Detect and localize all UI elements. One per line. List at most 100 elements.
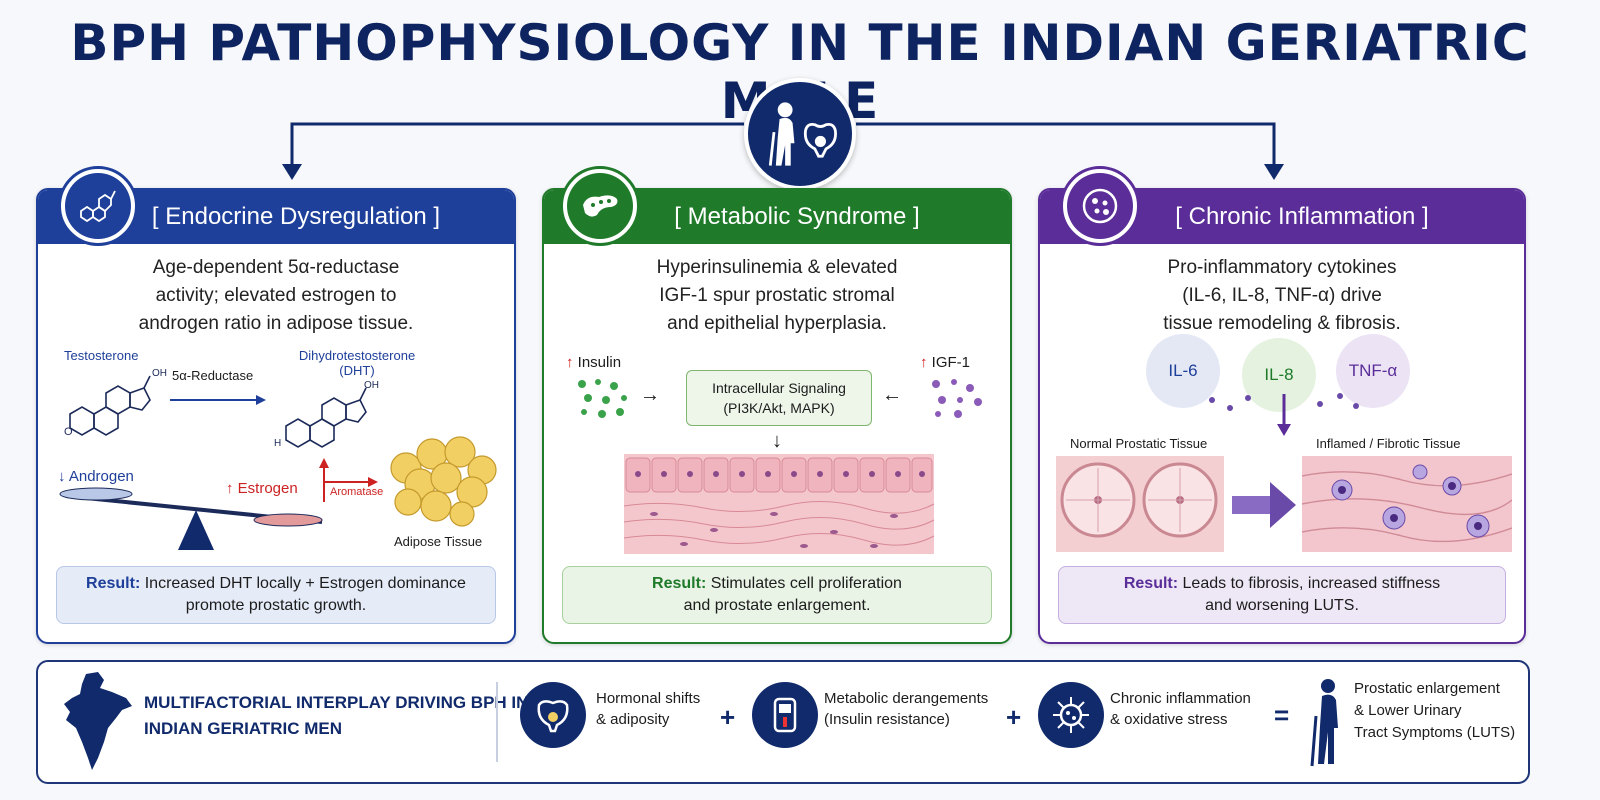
virus-glyph <box>1053 697 1089 733</box>
aromatase-label: Aromatase <box>330 486 384 498</box>
ketone-o-label: O <box>64 426 73 438</box>
right-arrow-icon: → <box>640 384 660 406</box>
summary-headline-line: MULTIFACTORIAL INTERPLAY DRIVING BPH IN <box>144 693 529 712</box>
androgen-text: Androgen <box>68 468 134 485</box>
prostate-glyph <box>537 700 569 733</box>
adipose-cells-illustration <box>390 436 497 527</box>
endocrine-desc-line: androgen ratio in adipose tissue. <box>138 313 414 334</box>
plus-operator: + <box>720 702 736 732</box>
steroid-molecule-glyph <box>80 190 116 223</box>
estrogen-text: Estrogen <box>237 480 298 497</box>
result-line: and worsening LUTS. <box>1205 597 1359 614</box>
dht-label-line: Dihydrotestosterone <box>298 348 416 363</box>
up-arrow-icon: ↑ <box>920 354 928 371</box>
normal-prostatic-tissue-illustration <box>1056 456 1224 552</box>
testosterone-structure <box>69 375 151 436</box>
factor-line: & adiposity <box>596 711 670 728</box>
inflamed-fibrotic-tissue-illustration <box>1302 456 1512 552</box>
tnf-alpha-cytokine: TNF-α <box>1336 334 1410 408</box>
hormone-balance-seesaw <box>59 487 323 550</box>
factor-line: Metabolic derangements <box>824 690 989 707</box>
inflammation-desc-line: Pro-inflammatory cytokines <box>1167 257 1397 278</box>
conversion-arrow <box>170 395 266 405</box>
igf-molecules <box>932 379 982 418</box>
metabolic-desc-line: IGF-1 spur prostatic stromal <box>659 285 895 306</box>
factor-line: (Insulin resistance) <box>824 711 950 728</box>
dht-h-label: H <box>274 438 282 449</box>
hormonal-shifts-text: Hormonal shifts & adiposity <box>596 688 700 730</box>
normal-tissue-label: Normal Prostatic Tissue <box>1070 436 1208 451</box>
progression-arrow-icon <box>1232 482 1296 528</box>
factor-line: & oxidative stress <box>1110 711 1228 728</box>
inflammatory-cell-glyph <box>1082 188 1118 224</box>
dht-label-line: (DHT) <box>339 363 375 378</box>
il6-cytokine: IL-6 <box>1146 334 1220 408</box>
down-arrow-icon: ↓ <box>58 468 66 485</box>
inflammation-desc-line: tissue remodeling & fibrosis. <box>1163 313 1401 334</box>
summary-headline-line: INDIAN GERIATRIC MEN <box>144 719 343 738</box>
factor-line: Hormonal shifts <box>596 690 701 707</box>
adipose-label: Adipose Tissue <box>394 534 483 549</box>
metabolic-desc-line: Hyperinsulinemia & elevated <box>656 257 898 278</box>
intracellular-signaling-box: Intracellular Signaling (PI3K/Akt, MAPK) <box>686 370 872 426</box>
metabolic-derangements-text: Metabolic derangements (Insulin resistan… <box>824 688 988 730</box>
virus-icon <box>1038 682 1104 748</box>
igf-text: IGF-1 <box>931 354 971 371</box>
result-line: Stimulates cell proliferation <box>710 575 902 592</box>
metabolic-description: Hyperinsulinemia & elevated IGF-1 spur p… <box>544 254 1010 338</box>
outcome-line: Prostatic enlargement <box>1354 680 1500 697</box>
epithelial-tissue-illustration <box>624 454 934 554</box>
factor-line: Chronic inflammation <box>1110 690 1251 707</box>
dht-oh-label: OH <box>364 380 379 391</box>
metabolic-desc-line: and epithelial hyperplasia. <box>667 313 887 334</box>
outcome-text: Prostatic enlargement & Lower Urinary Tr… <box>1354 678 1515 744</box>
chronic-inflammation-text: Chronic inflammation & oxidative stress <box>1110 688 1251 730</box>
dht-label: Dihydrotestosterone (DHT) <box>292 348 422 378</box>
result-line: promote prostatic growth. <box>185 597 367 614</box>
inflammation-description: Pro-inflammatory cytokines (IL-6, IL-8, … <box>1040 254 1524 338</box>
endocrine-description: Age-dependent 5α-reductase activity; ele… <box>38 254 514 338</box>
page-title: BPH PATHOPHYSIOLOGY IN THE INDIAN GERIAT… <box>70 14 1530 130</box>
result-label: Result: <box>86 575 141 592</box>
signal-line: (PI3K/Akt, MAPK) <box>723 400 835 416</box>
testosterone-oh-label: OH <box>152 368 167 379</box>
insulin-label: ↑ Insulin <box>566 354 621 371</box>
testosterone-label: Testosterone <box>64 348 139 363</box>
aromatase-arrow <box>319 458 378 502</box>
glucometer-icon <box>752 682 818 748</box>
india-map-icon <box>64 672 132 770</box>
inflammation-panel: [ Chronic Inflammation ] Pro-inflammator… <box>1038 188 1526 644</box>
endocrine-panel: [ Endocrine Dysregulation ] Age-dependen… <box>36 188 516 644</box>
dht-structure <box>285 387 367 448</box>
result-line: Increased DHT locally + Estrogen dominan… <box>144 575 466 592</box>
endocrine-desc-line: activity; elevated estrogen to <box>155 285 397 306</box>
endocrine-desc-line: Age-dependent 5α-reductase <box>152 257 400 278</box>
metabolic-panel: [ Metabolic Syndrome ] Hyperinsulinemia … <box>542 188 1012 644</box>
cytokine-release-arrow <box>1209 393 1359 436</box>
igf-label: ↑ IGF-1 <box>920 354 970 371</box>
inflammation-result: Result: Leads to fibrosis, increased sti… <box>1058 566 1506 624</box>
signal-line: Intracellular Signaling <box>712 380 846 396</box>
result-line: Leads to fibrosis, increased stiffness <box>1182 575 1441 592</box>
up-arrow-icon: ↑ <box>226 480 234 497</box>
top-connector-arrows <box>282 122 1284 180</box>
result-line: and prostate enlargement. <box>683 597 871 614</box>
elderly-man-prostate-hub-icon <box>744 78 856 190</box>
outcome-line: & Lower Urinary <box>1354 702 1462 719</box>
pancreas-glyph <box>583 195 618 217</box>
metabolic-result: Result: Stimulates cell proliferation an… <box>562 566 992 624</box>
equals-operator: = <box>1274 700 1290 730</box>
steroid-molecule-icon <box>58 166 138 246</box>
result-label: Result: <box>652 575 707 592</box>
enzyme-label: 5α-Reductase <box>172 368 254 383</box>
il8-cytokine: IL-8 <box>1242 338 1316 412</box>
glucometer-glyph <box>773 697 797 733</box>
inflamed-tissue-label: Inflamed / Fibrotic Tissue <box>1316 436 1461 451</box>
prostate-icon <box>520 682 586 748</box>
summary-bar: MULTIFACTORIAL INTERPLAY DRIVING BPH IN … <box>36 660 1530 784</box>
result-label: Result: <box>1123 575 1179 592</box>
insulin-text: Insulin <box>577 354 622 371</box>
summary-headline: MULTIFACTORIAL INTERPLAY DRIVING BPH IN … <box>144 690 528 742</box>
insulin-molecules <box>578 379 627 418</box>
divider <box>496 682 498 762</box>
